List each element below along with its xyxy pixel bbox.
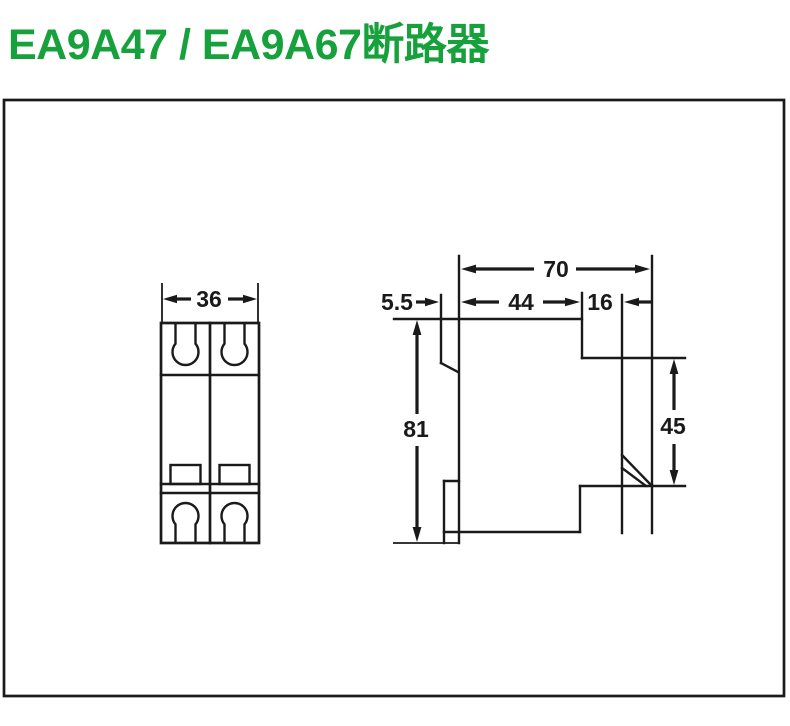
- front-view: 36: [159, 283, 261, 545]
- toggle-handle-windows: [169, 463, 251, 486]
- rail-height-dimension-45: 45: [660, 359, 686, 485]
- rear-offset-dimension-16: 16: [587, 289, 651, 315]
- page-title: EA9A47 / EA9A67断路器: [8, 21, 489, 69]
- dim-label-width: 36: [196, 286, 222, 312]
- side-view: 70 5.5 44 16 81: [381, 254, 687, 545]
- dim-label-rear-offset: 16: [587, 289, 613, 315]
- front-width-dimension: 36: [163, 286, 257, 312]
- top-terminal-keyholes: [171, 322, 249, 367]
- depth-dimension-70: 70: [461, 256, 650, 282]
- height-dimension-81: 81: [403, 320, 429, 542]
- body-depth-dimension-44: 44: [461, 289, 580, 315]
- din-rail-clip-hatch: [620, 453, 653, 488]
- side-profile-outline: [392, 254, 687, 545]
- dim-label-rear-height: 45: [660, 413, 686, 439]
- front-width-extension-lines: [161, 283, 259, 323]
- dim-label-total-height: 81: [403, 416, 429, 442]
- protrusion-dimension-5-5: 5.5: [381, 289, 439, 315]
- dim-label-total-depth: 70: [543, 256, 569, 282]
- dim-label-front-protrusion: 5.5: [381, 289, 413, 315]
- figure-frame: [2, 98, 786, 698]
- dim-label-body-depth: 44: [508, 289, 534, 315]
- bottom-terminal-keyholes: [171, 501, 249, 544]
